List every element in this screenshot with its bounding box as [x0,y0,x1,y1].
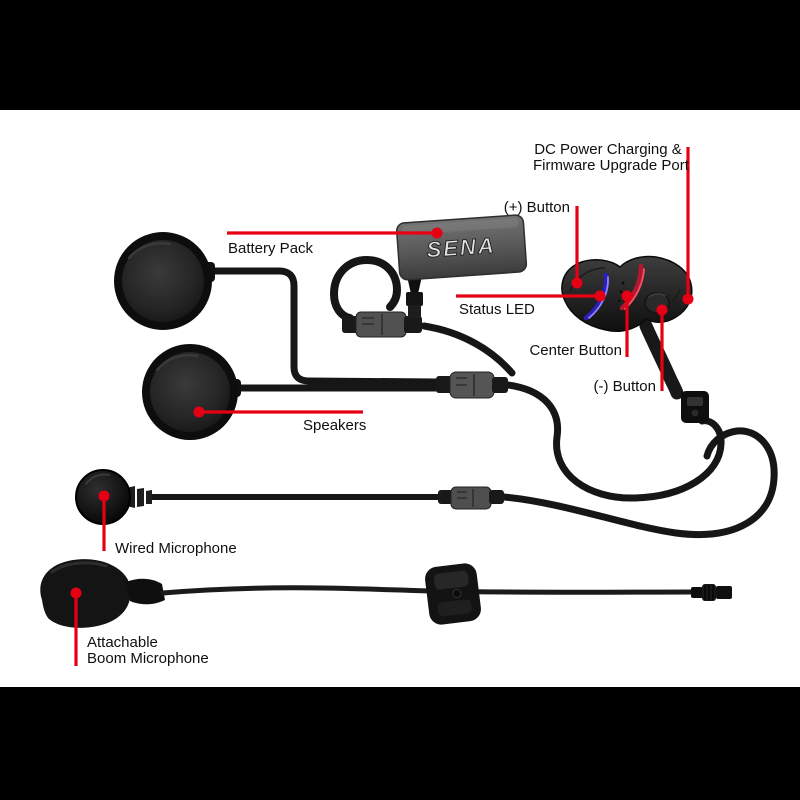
connector-wired-mic [438,486,504,510]
speaker-face [122,240,204,322]
label-status-led: Status LED [459,301,535,318]
label-boom-line2: Boom Microphone [87,650,209,667]
battery-plug-upper [406,292,423,306]
battery-pack: SENA [395,214,528,281]
annotation-minus-button [656,304,668,391]
mic-highlight [85,473,110,485]
pointer-dot [682,293,694,305]
wired-microphone [75,469,152,525]
label-dc-port-line2: Firmware Upgrade Port [533,157,689,174]
boom-neck-collar [126,578,165,605]
speaker-top-cable [205,267,441,386]
label-speakers: Speakers [303,417,367,434]
speaker-highlight [155,354,199,372]
annotation-battery-pack [227,227,443,239]
letterbox-bottom [0,687,800,800]
center-dot [618,289,624,295]
main-unit-cable-connector [681,391,709,423]
pointer-dot [594,290,606,302]
boom-foam-highlight [50,561,108,574]
clip-top-pad [434,570,469,590]
connector-speakers [436,371,508,399]
label-plus-button: (+) Button [503,199,570,216]
battery-strain-relief [407,276,422,294]
pointer-dot [621,290,633,302]
boom-end-connector [691,584,732,601]
connector-end-right [404,316,422,333]
clip-screw [452,589,462,599]
center-dot [620,280,626,286]
mic-neck-ribs [126,486,152,508]
unit-connector-latch [691,409,699,417]
speaker-bottom [142,344,241,440]
boom-plug-neck [691,587,703,598]
center-dot [616,298,622,304]
battery-coil-cable [329,255,402,322]
main-unit-left-crease [569,267,606,293]
label-dc-port-line1: DC Power Charging & [534,141,682,158]
pointer-dot [98,490,110,502]
annotations [70,147,694,666]
connector-end-left [342,316,358,333]
label-boom-line1: Attachable [87,634,158,651]
battery-body [395,214,528,281]
letterbox-top [0,0,800,110]
boom-microphone [40,559,732,628]
boom-plug-ribs [704,585,714,600]
boom-mount-clip [425,563,481,625]
connector-detail [362,314,383,335]
label-wired-microphone: Wired Microphone [115,540,237,557]
boom-plug-tip [716,586,732,599]
label-dc-port: DC Power Charging & Firmware Upgrade Por… [533,141,689,174]
speaker-top [114,232,215,330]
minus-button-highlight [648,293,666,298]
battery-logo: SENA [426,233,497,263]
connector-detail [457,489,474,507]
boom-foam-windscreen [40,559,131,628]
connector-end-left [438,490,453,504]
pointer-dot [193,406,205,418]
battery-connector-cable [420,322,516,377]
connector-end-right [489,490,504,504]
battery-plug-lower [408,305,421,318]
label-minus-button: (-) Button [593,378,656,395]
status-led-red-glow [619,263,644,311]
center-button-dots [616,280,626,304]
annotation-boom-mic [70,587,82,666]
annotation-dc-port [682,147,694,305]
speaker-highlight [127,242,172,260]
unit-connector-contact [687,397,703,406]
connector-end-left [436,376,452,393]
clip-bottom-pad [437,599,472,617]
label-center-button: Center Button [529,342,622,359]
harness-loop-lower [500,427,778,538]
annotation-center-button [621,290,633,357]
pointer-dot [70,587,82,599]
battery-pigtail [406,276,423,318]
connector-battery [342,311,422,338]
battery-top-highlight [401,218,519,235]
cable-harness [147,255,778,538]
pointer-dot [571,277,583,289]
annotation-wired-mic [98,490,110,551]
main-unit-strap [639,319,684,400]
label-boom-microphone: Attachable Boom Microphone [87,635,209,667]
pointer-dot [656,304,668,316]
connector-detail [456,374,475,396]
annotation-status-led [456,290,606,302]
annotation-speakers [193,406,363,418]
annotation-plus-button [571,206,583,289]
connector-end-right [492,377,508,393]
unit-connector-body [681,391,709,423]
pointer-dot [431,227,443,239]
label-battery-pack: Battery Pack [228,240,314,257]
